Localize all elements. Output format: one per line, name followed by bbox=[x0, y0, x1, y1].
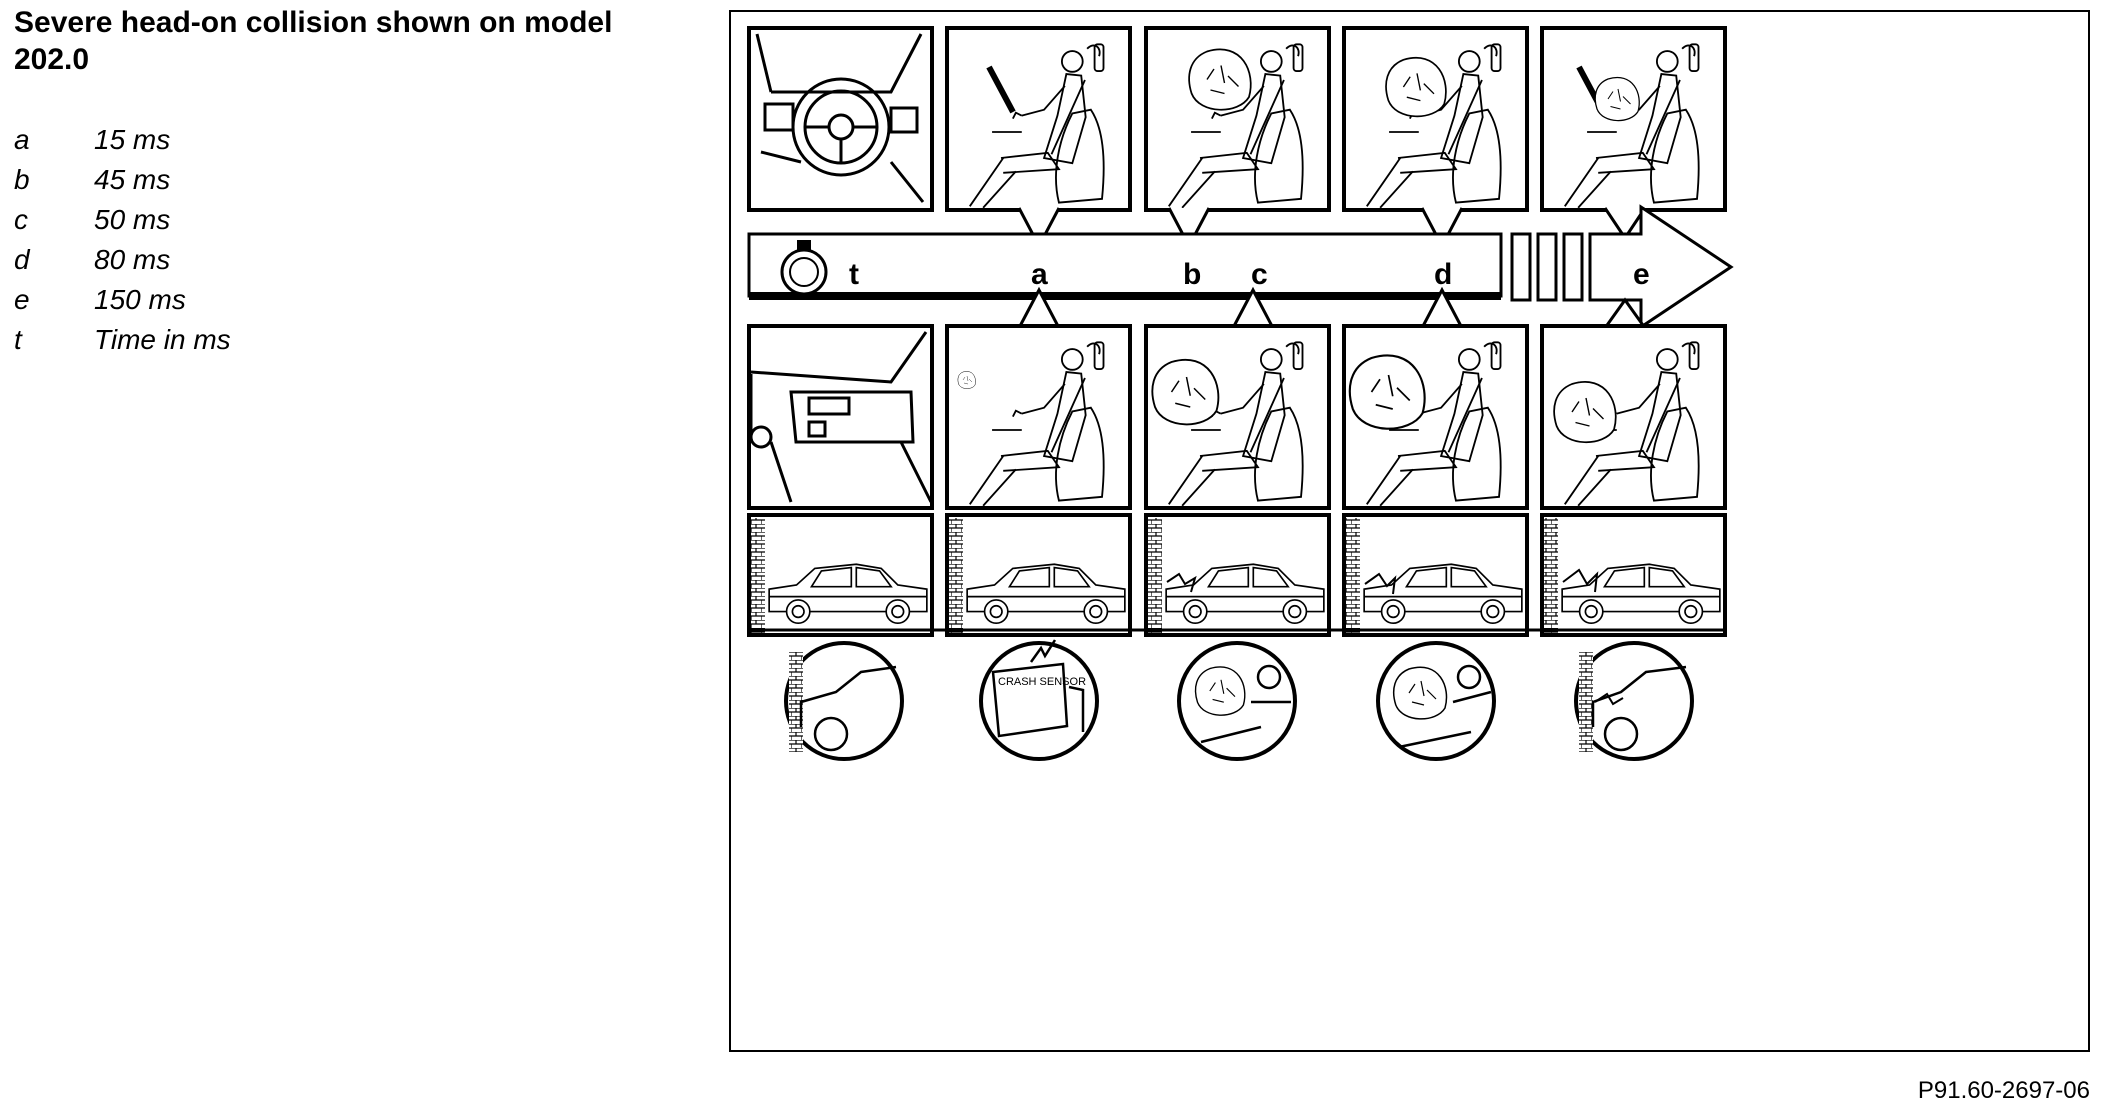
wall-icon bbox=[949, 518, 963, 633]
airbag-icon bbox=[1385, 56, 1447, 118]
page-title: Severe head-on collision shown on model … bbox=[14, 6, 613, 76]
airbag-icon bbox=[1594, 76, 1640, 122]
airbag-icon bbox=[1151, 358, 1220, 426]
timeline-label-d: d bbox=[1434, 258, 1452, 291]
stopwatch-icon bbox=[780, 248, 828, 296]
crash-sensor-label: CRASH SENSOR bbox=[998, 676, 1086, 688]
airbag-icon bbox=[1348, 354, 1426, 430]
legend-key: b bbox=[14, 164, 30, 195]
legend-item: a 15 ms bbox=[14, 120, 231, 160]
legend-key: c bbox=[14, 204, 28, 235]
airbag-icon bbox=[1188, 48, 1252, 111]
middle-row-panels bbox=[747, 324, 1727, 510]
wall-icon bbox=[1148, 518, 1162, 633]
legend-item: t Time in ms bbox=[14, 320, 231, 360]
legend-item: d 80 ms bbox=[14, 240, 231, 280]
timeline-label-e: e bbox=[1633, 258, 1650, 291]
legend-item: b 45 ms bbox=[14, 160, 231, 200]
legend-key: e bbox=[14, 284, 30, 315]
legend-item: e 150 ms bbox=[14, 280, 231, 320]
legend-value: 15 ms bbox=[94, 124, 171, 155]
timeline-bar: t a b c d e bbox=[747, 204, 1734, 330]
legend-key: t bbox=[14, 324, 22, 355]
legend-value: Time in ms bbox=[94, 324, 231, 355]
timeline-label-c: c bbox=[1251, 258, 1268, 291]
wall-icon bbox=[1346, 518, 1360, 633]
wall-icon bbox=[1544, 518, 1558, 633]
legend-value: 150 ms bbox=[94, 284, 186, 315]
figure-code: P91.60-2697-06 bbox=[1917, 1077, 2090, 1104]
wall-icon bbox=[751, 518, 765, 633]
timeline-label-t: t bbox=[849, 258, 859, 291]
crash-wall-row bbox=[747, 513, 1727, 637]
legend-item: c 50 ms bbox=[14, 200, 231, 240]
collision-diagram: t a b c d e bbox=[729, 10, 2090, 1052]
steering-wheel-illustration bbox=[755, 33, 925, 203]
legend: a 15 ms b 45 ms c 50 ms d 80 ms e 150 ms… bbox=[14, 120, 231, 360]
collision-illustration: t a b c d e bbox=[747, 26, 1734, 761]
legend-value: 80 ms bbox=[94, 244, 171, 275]
signal-icon bbox=[1029, 639, 1057, 663]
passenger-dashboard-illustration bbox=[749, 331, 933, 503]
legend-key: d bbox=[14, 244, 30, 275]
legend-value: 45 ms bbox=[94, 164, 171, 195]
legend-key: a bbox=[14, 124, 30, 155]
top-row-panels bbox=[747, 26, 1727, 212]
legend-value: 50 ms bbox=[94, 204, 171, 235]
airbag-icon bbox=[1553, 381, 1617, 444]
detail-circles: CRASH SENSOR bbox=[784, 639, 1694, 761]
timeline-label-b: b bbox=[1183, 258, 1201, 291]
timeline-label-a: a bbox=[1031, 258, 1048, 291]
